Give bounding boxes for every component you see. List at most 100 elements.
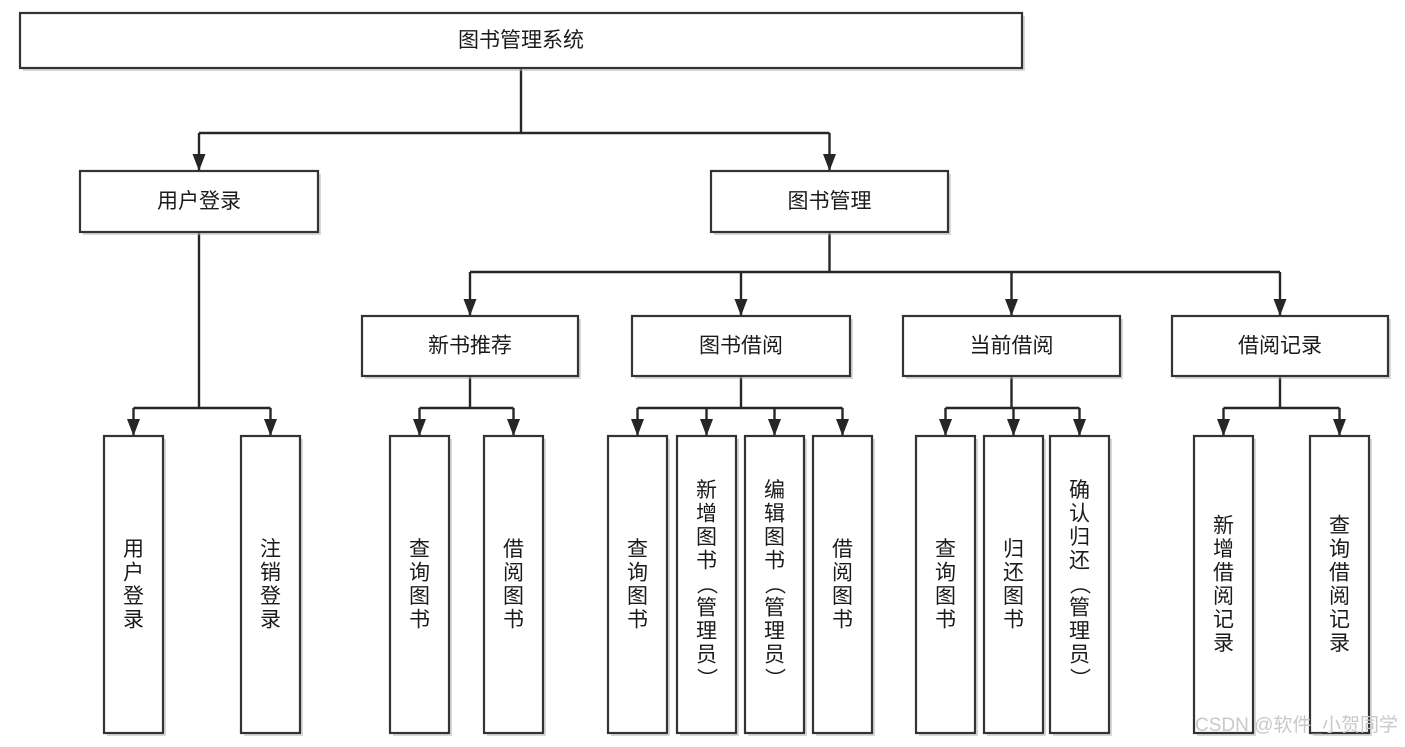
svg-text:）: ）: [695, 668, 718, 689]
node-box[interactable]: [360, 314, 580, 378]
svg-text:查: 查: [627, 538, 648, 561]
node-box[interactable]: [901, 314, 1122, 378]
node-box[interactable]: [982, 434, 1045, 735]
svg-text:新: 新: [1213, 514, 1234, 537]
svg-text:增: 增: [1213, 538, 1234, 561]
csdn-watermark: CSDN @软件_小贺同学: [1195, 714, 1398, 736]
connector-group-root-to-level2: [192, 68, 836, 171]
node-box[interactable]: [1048, 434, 1111, 735]
svg-text:登: 登: [123, 585, 144, 608]
svg-text:员: 员: [696, 644, 717, 667]
svg-text:登: 登: [260, 585, 281, 608]
node-new-book-rec[interactable]: 新书推荐: [360, 314, 581, 379]
node-box[interactable]: [1308, 434, 1371, 735]
svg-text:书: 书: [832, 608, 853, 631]
svg-text:管: 管: [764, 597, 785, 620]
svg-text:记: 记: [1213, 608, 1234, 631]
node-box[interactable]: [239, 434, 302, 735]
node-book-manage[interactable]: 图书管理: [709, 169, 951, 235]
svg-text:记: 记: [1329, 608, 1350, 631]
node-box[interactable]: [388, 434, 451, 735]
node-box[interactable]: [18, 11, 1024, 70]
svg-text:借: 借: [832, 538, 853, 561]
node-borrow-record[interactable]: 借阅记录: [1170, 314, 1391, 379]
node-label: 图书借阅: [699, 335, 783, 358]
connector-group-userlogin-to-leaves: [127, 232, 277, 436]
svg-text:新: 新: [696, 479, 717, 502]
svg-text:归: 归: [1003, 538, 1024, 561]
svg-text:）: ）: [1068, 668, 1091, 689]
svg-text:借: 借: [1213, 561, 1234, 584]
svg-text:图: 图: [696, 526, 717, 549]
node-box[interactable]: [811, 434, 874, 735]
svg-text:理: 理: [764, 620, 785, 643]
node-box[interactable]: [709, 169, 950, 234]
svg-text:理: 理: [1069, 620, 1090, 643]
node-book-borrow[interactable]: 图书借阅: [630, 314, 853, 379]
node-user-login[interactable]: 用户登录: [78, 169, 321, 235]
node-box[interactable]: [675, 434, 738, 735]
svg-text:编: 编: [764, 479, 785, 502]
svg-text:书: 书: [935, 608, 956, 631]
svg-text:书: 书: [503, 608, 524, 631]
node-box[interactable]: [914, 434, 977, 735]
svg-text:阅: 阅: [1213, 585, 1234, 608]
node-box[interactable]: [1192, 434, 1255, 735]
node-box[interactable]: [630, 314, 852, 378]
connector-group-borrowrecord-to-leaves: [1217, 376, 1346, 436]
node-leaf-user-login[interactable]: 用户登录: [102, 434, 166, 736]
node-box[interactable]: [482, 434, 545, 735]
connector-group-bookborrow-to-leaves: [631, 376, 849, 436]
svg-text:管: 管: [1069, 597, 1090, 620]
node-label: 图书管理系统: [458, 29, 584, 52]
node-current-borrow[interactable]: 当前借阅: [901, 314, 1123, 379]
node-box[interactable]: [743, 434, 806, 735]
svg-text:图: 图: [627, 585, 648, 608]
node-label: 图书管理: [788, 190, 872, 213]
svg-text:销: 销: [260, 561, 281, 584]
svg-text:图: 图: [935, 585, 956, 608]
node-label: 新书推荐: [428, 335, 512, 358]
svg-text:询: 询: [409, 561, 430, 584]
svg-text:用: 用: [123, 538, 144, 561]
node-box[interactable]: [606, 434, 669, 735]
svg-text:阅: 阅: [832, 561, 853, 584]
connector-group-currentborrow-to-leaves: [939, 376, 1086, 436]
node-layer: 图书管理系统用户登录图书管理新书推荐图书借阅当前借阅借阅记录用户登录注销登录查询…: [18, 11, 1391, 736]
node-box[interactable]: [102, 434, 165, 735]
svg-text:查: 查: [409, 538, 430, 561]
node-box[interactable]: [78, 169, 320, 234]
svg-text:（: （: [695, 574, 718, 595]
svg-text:认: 认: [1069, 503, 1090, 526]
node-box[interactable]: [1170, 314, 1390, 378]
svg-text:借: 借: [503, 538, 524, 561]
svg-text:图: 图: [832, 585, 853, 608]
svg-text:书: 书: [409, 608, 430, 631]
node-root[interactable]: 图书管理系统: [18, 11, 1025, 71]
connector-layer: [127, 68, 1346, 436]
connector-group-newbookrec-to-leaves: [413, 376, 520, 436]
svg-text:询: 询: [627, 561, 648, 584]
svg-text:增: 增: [696, 503, 717, 526]
